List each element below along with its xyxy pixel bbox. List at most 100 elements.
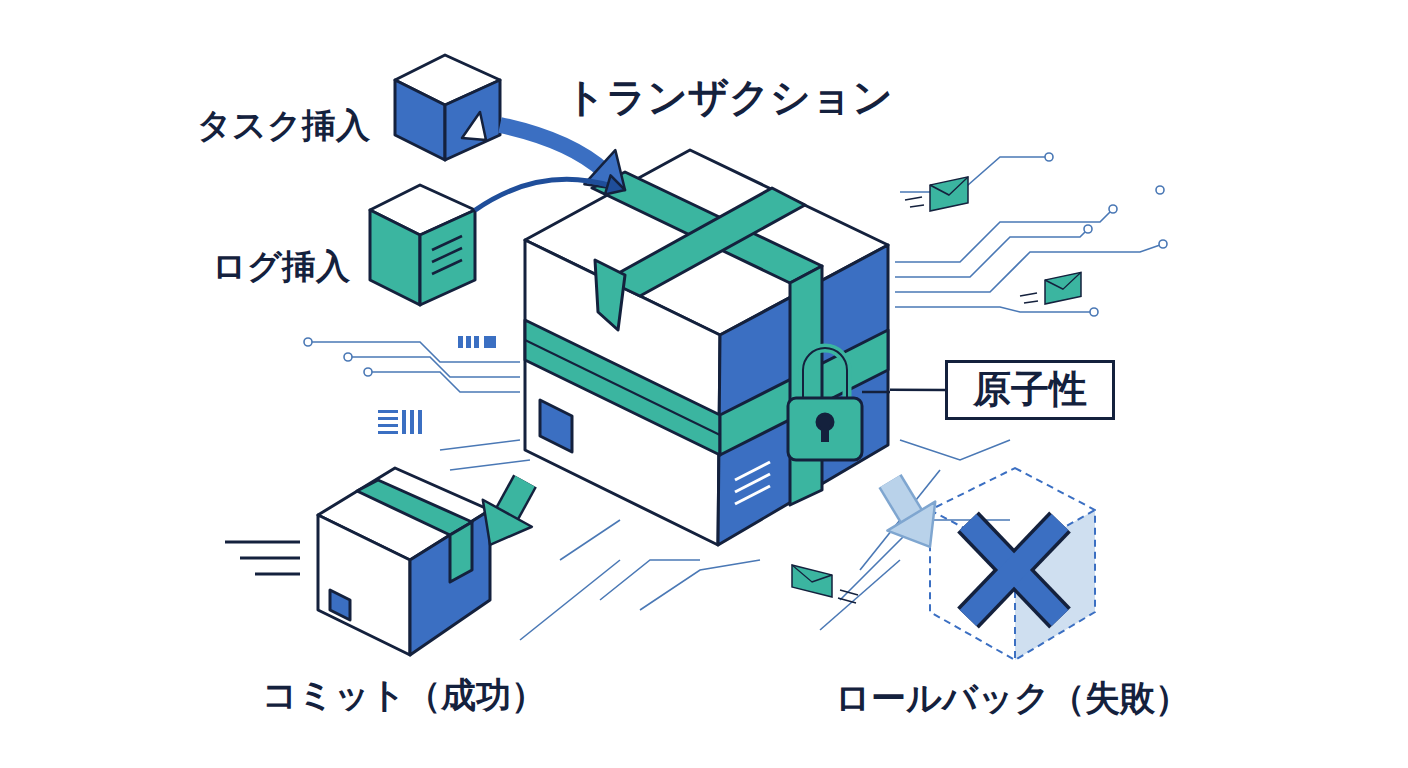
connector-line	[890, 389, 945, 392]
illustration-part	[450, 460, 530, 470]
illustration-part	[792, 565, 832, 597]
rollback-box	[930, 468, 1095, 660]
illustration-part	[595, 260, 625, 330]
illustration-part	[410, 410, 414, 434]
illustration-part	[718, 245, 888, 545]
connector-arrow	[483, 481, 532, 545]
arrow-head	[887, 502, 935, 547]
illustration-part	[860, 470, 940, 570]
illustration-part	[895, 232, 1085, 277]
illustration-part	[525, 240, 720, 545]
illustration-part	[484, 336, 496, 348]
connector-line	[500, 125, 605, 172]
illustration-part	[432, 236, 462, 250]
illustration-part	[792, 565, 832, 597]
box-node: コミット（成功）	[318, 465, 490, 655]
illustration-part	[378, 424, 398, 427]
illustration-part	[1109, 205, 1117, 213]
illustration-part	[735, 486, 770, 504]
arrow-head	[605, 175, 625, 194]
illustration-part	[900, 440, 1010, 460]
illustration-part	[1020, 293, 1037, 296]
illustration-part	[968, 522, 1060, 618]
illustration-part	[357, 480, 472, 535]
cross-mark	[968, 522, 1060, 618]
illustration-part	[462, 112, 486, 140]
illustration-part	[466, 336, 471, 348]
illustration-part	[255, 573, 300, 576]
illustration-part	[803, 348, 847, 402]
illustration-part	[450, 522, 472, 582]
illustration-part	[364, 368, 372, 376]
illustration-part	[895, 245, 1160, 292]
illustration-part	[304, 338, 312, 346]
label-box: 原子性	[945, 360, 1115, 420]
node-label: ログ挿入	[212, 247, 350, 286]
illustration-part	[440, 440, 520, 450]
illustration-part	[930, 177, 968, 211]
illustration-part	[330, 590, 350, 620]
illustration-part	[838, 598, 856, 603]
illustration-part	[1045, 272, 1081, 293]
illustration-part	[474, 336, 479, 348]
padlock	[788, 348, 890, 460]
illustration-part	[1090, 308, 1098, 316]
illustration-part	[370, 210, 420, 305]
node-label: ロールバック（失敗）	[835, 678, 1190, 718]
box-node: ログ挿入	[370, 185, 475, 305]
illustration-part	[525, 320, 720, 455]
illustration-part	[821, 424, 829, 442]
illustration-part	[1159, 240, 1167, 248]
log-cube	[370, 185, 475, 305]
illustration-part	[225, 541, 300, 544]
node-label: タスク挿入	[197, 106, 370, 145]
connector-line	[475, 179, 611, 210]
illustration-part	[520, 560, 620, 640]
transaction-box	[525, 150, 888, 545]
illustration-part	[1045, 153, 1053, 161]
illustration-part	[1084, 225, 1092, 233]
illustration-part	[930, 177, 968, 211]
illustration-part	[1045, 272, 1081, 304]
arrow-head	[483, 500, 532, 545]
illustration-part	[788, 398, 862, 460]
illustration-part	[840, 590, 858, 595]
connector-arrow	[890, 389, 945, 390]
illustration-part	[395, 80, 445, 160]
illustration-part	[862, 391, 890, 394]
illustration-part	[930, 468, 1095, 660]
illustration-part	[968, 522, 1060, 618]
node-label: コミット（成功）	[262, 675, 546, 715]
illustration-part	[378, 410, 398, 413]
illustration-part	[1156, 186, 1164, 194]
illustration-part	[905, 197, 922, 200]
illustration-part	[968, 522, 1060, 618]
illustration-part	[930, 177, 968, 199]
data-bits	[378, 336, 496, 434]
illustration-part	[606, 188, 805, 296]
node-label: トランザクション	[565, 74, 893, 120]
illustration-part	[318, 515, 410, 655]
illustration-part	[1045, 272, 1081, 304]
commit-box	[225, 468, 490, 655]
box-node: タスク挿入	[395, 55, 500, 180]
illustration-part	[378, 417, 398, 420]
illustration-part	[910, 205, 924, 207]
connector-arrow	[887, 481, 935, 547]
illustration-part	[344, 353, 352, 361]
illustration-part	[445, 80, 500, 160]
task-cube	[395, 55, 500, 160]
illustration-part	[792, 565, 832, 587]
box-node: ロールバック（失敗）	[930, 465, 1095, 660]
illustration-part	[900, 157, 1045, 192]
illustration-part	[420, 210, 475, 305]
illustration-part	[895, 307, 1090, 312]
illustration-part	[560, 520, 620, 560]
illustration-part	[968, 522, 1060, 618]
illustration-part	[432, 248, 462, 262]
illustration-part	[350, 357, 520, 377]
illustration-part	[432, 260, 462, 274]
illustration-part	[402, 410, 406, 434]
illustration-part	[540, 400, 572, 452]
illustration-part	[418, 410, 422, 434]
